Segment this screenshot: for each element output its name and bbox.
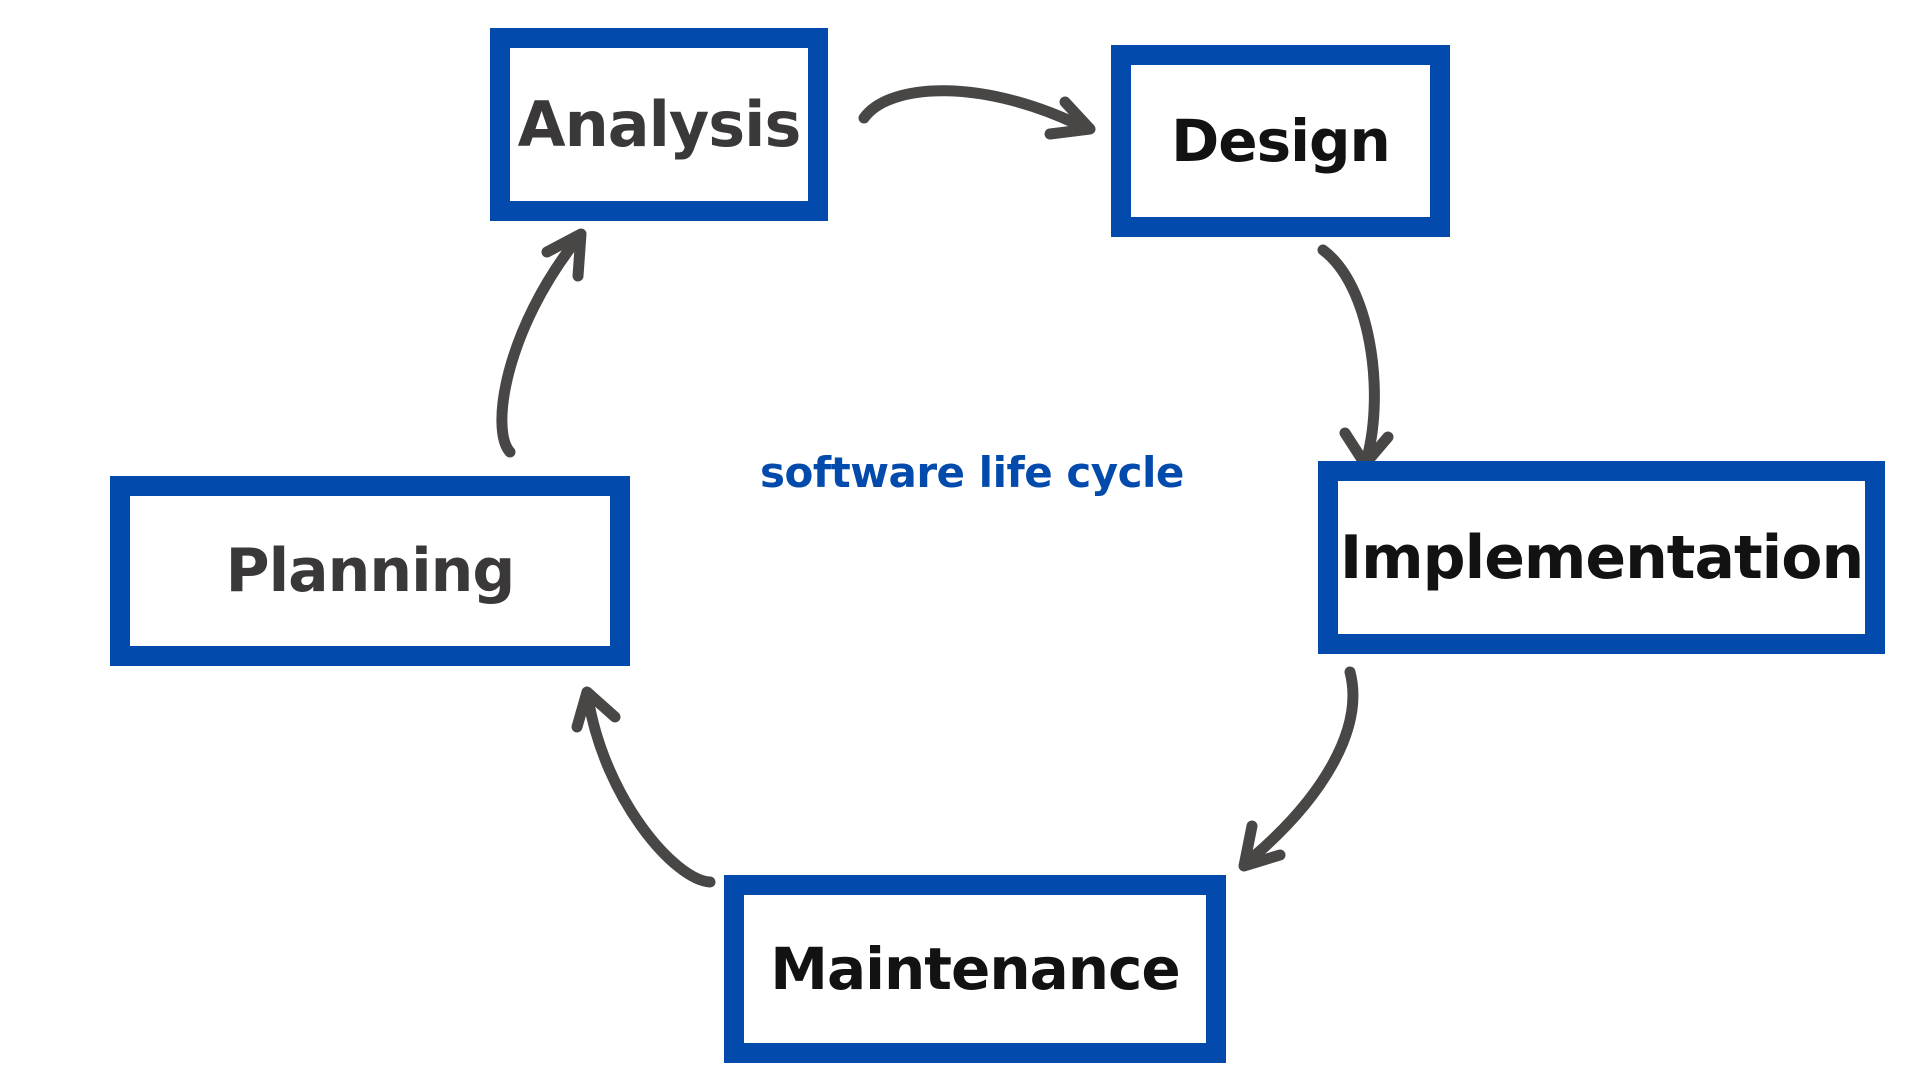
analysis-label: Analysis	[517, 87, 802, 161]
arrow-planning-to-analysis	[496, 228, 587, 458]
arrow-analysis-to-design	[858, 85, 1096, 140]
planning-box: Planning	[110, 476, 630, 666]
arrow-implementation-to-maintenance	[1238, 666, 1359, 872]
arrow-design-to-implementation	[1317, 244, 1394, 470]
design-box: Design	[1111, 45, 1450, 237]
maintenance-label: Maintenance	[770, 935, 1181, 1003]
planning-label: Planning	[225, 536, 516, 606]
implementation-label: Implementation	[1339, 522, 1864, 593]
analysis-box: Analysis	[490, 28, 828, 221]
maintenance-box: Maintenance	[724, 875, 1226, 1063]
arrow-maintenance-to-planning	[571, 686, 716, 888]
implementation-box: Implementation	[1318, 461, 1885, 654]
diagram-caption: software life cycle	[760, 448, 1184, 497]
design-label: Design	[1171, 107, 1391, 175]
